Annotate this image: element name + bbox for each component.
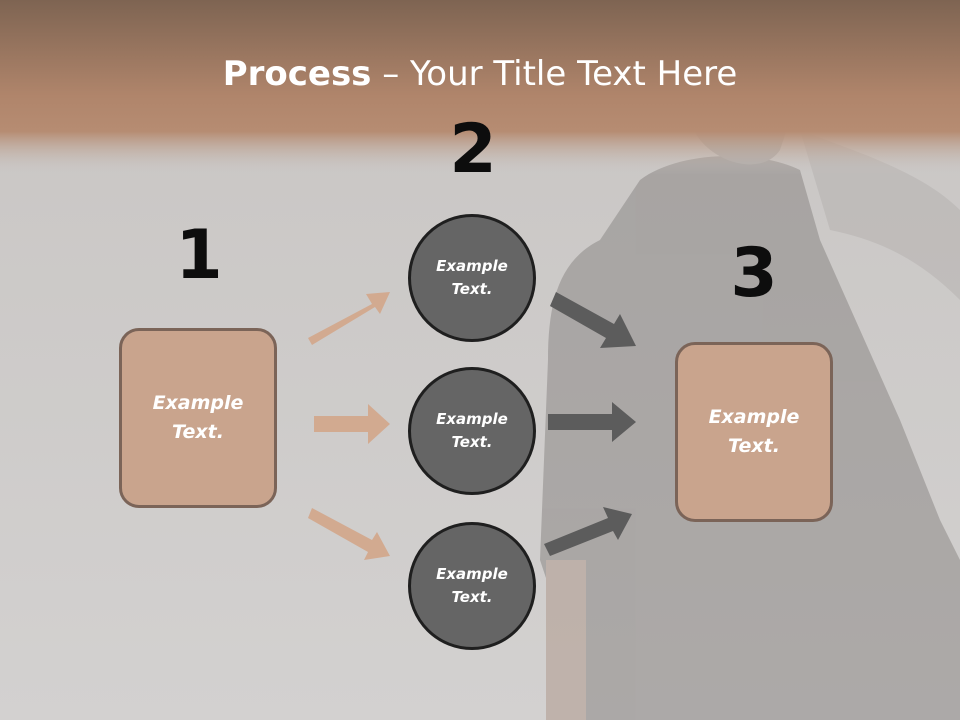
- arrow-left-up: [308, 292, 390, 345]
- step-1-text-line-1: Example: [152, 392, 244, 414]
- arrow-left-middle: [314, 404, 390, 444]
- circle-bottom-text-line-1: Example: [436, 565, 508, 583]
- circle-bottom-text-line-2: Text.: [451, 588, 493, 606]
- circle-top-text-line-1: Example: [436, 257, 508, 275]
- circle-top-text-line-2: Text.: [451, 280, 493, 298]
- step-3-text-line-1: Example: [708, 406, 800, 428]
- title-rest-part: – Your Title Text Here: [371, 54, 738, 94]
- circle-middle-text-line-1: Example: [436, 410, 508, 428]
- slide-title: Process – Your Title Text Here: [0, 52, 960, 96]
- step-3-box: Example Text.: [675, 342, 833, 522]
- arrow-right-up: [550, 292, 636, 348]
- step-2-circle-middle: Example Text.: [408, 367, 536, 495]
- circle-middle-text-line-2: Text.: [451, 433, 493, 451]
- arrow-right-middle: [548, 402, 636, 442]
- step-number-1: 1: [175, 216, 223, 295]
- step-2-circle-bottom: Example Text.: [408, 522, 536, 650]
- step-2-circle-top: Example Text.: [408, 214, 536, 342]
- arrow-left-down: [308, 508, 390, 560]
- step-1-text-line-2: Text.: [172, 421, 224, 443]
- arrow-right-down: [544, 507, 632, 556]
- step-1-box: Example Text.: [119, 328, 277, 508]
- step-3-text-line-2: Text.: [728, 435, 780, 457]
- step-number-2: 2: [449, 110, 497, 189]
- title-bold-part: Process: [222, 54, 372, 94]
- step-number-3: 3: [730, 234, 778, 313]
